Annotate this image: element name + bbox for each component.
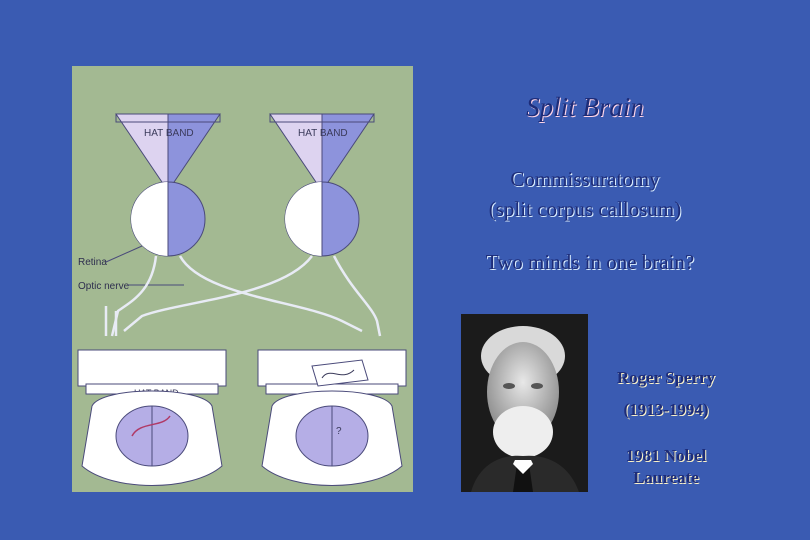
- hat-band-label: HAT BAND: [144, 128, 194, 139]
- subtitle-line-2: (split corpus callosum): [488, 197, 682, 221]
- head-view-left: HAT BAND: [77, 349, 227, 486]
- question-text: Two minds in one brain?: [485, 250, 695, 274]
- portrait-photo: [461, 314, 588, 492]
- portrait-image: [461, 314, 588, 492]
- visual-field-right: HAT BAND: [269, 113, 375, 257]
- split-brain-diagram: HAT BAND HAT BAND Retina Optic nerve: [72, 66, 413, 492]
- award-line-1: 1981 Nobel: [625, 446, 707, 465]
- head-view-right: ?: [257, 349, 407, 486]
- person-dates: (1913-1994): [623, 400, 709, 419]
- award-line-2: Laureate: [633, 468, 699, 487]
- person-name: Roger Sperry: [616, 368, 716, 387]
- split-brain-illustration: HAT BAND HAT BAND Retina Optic nerve: [77, 113, 407, 486]
- subtitle: Commissuratomy (split corpus callosum): [445, 164, 725, 224]
- optic-nerve-label: Optic nerve: [78, 281, 130, 292]
- hat-band-label: HAT BAND: [298, 128, 348, 139]
- unknown-mark: ?: [336, 426, 342, 437]
- subtitle-line-1: Commissuratomy: [510, 167, 660, 191]
- optic-nerves: [104, 255, 382, 337]
- retina-label: Retina: [78, 257, 107, 268]
- slide-title: Split Brain: [526, 92, 644, 122]
- visual-field-left: HAT BAND: [115, 113, 221, 257]
